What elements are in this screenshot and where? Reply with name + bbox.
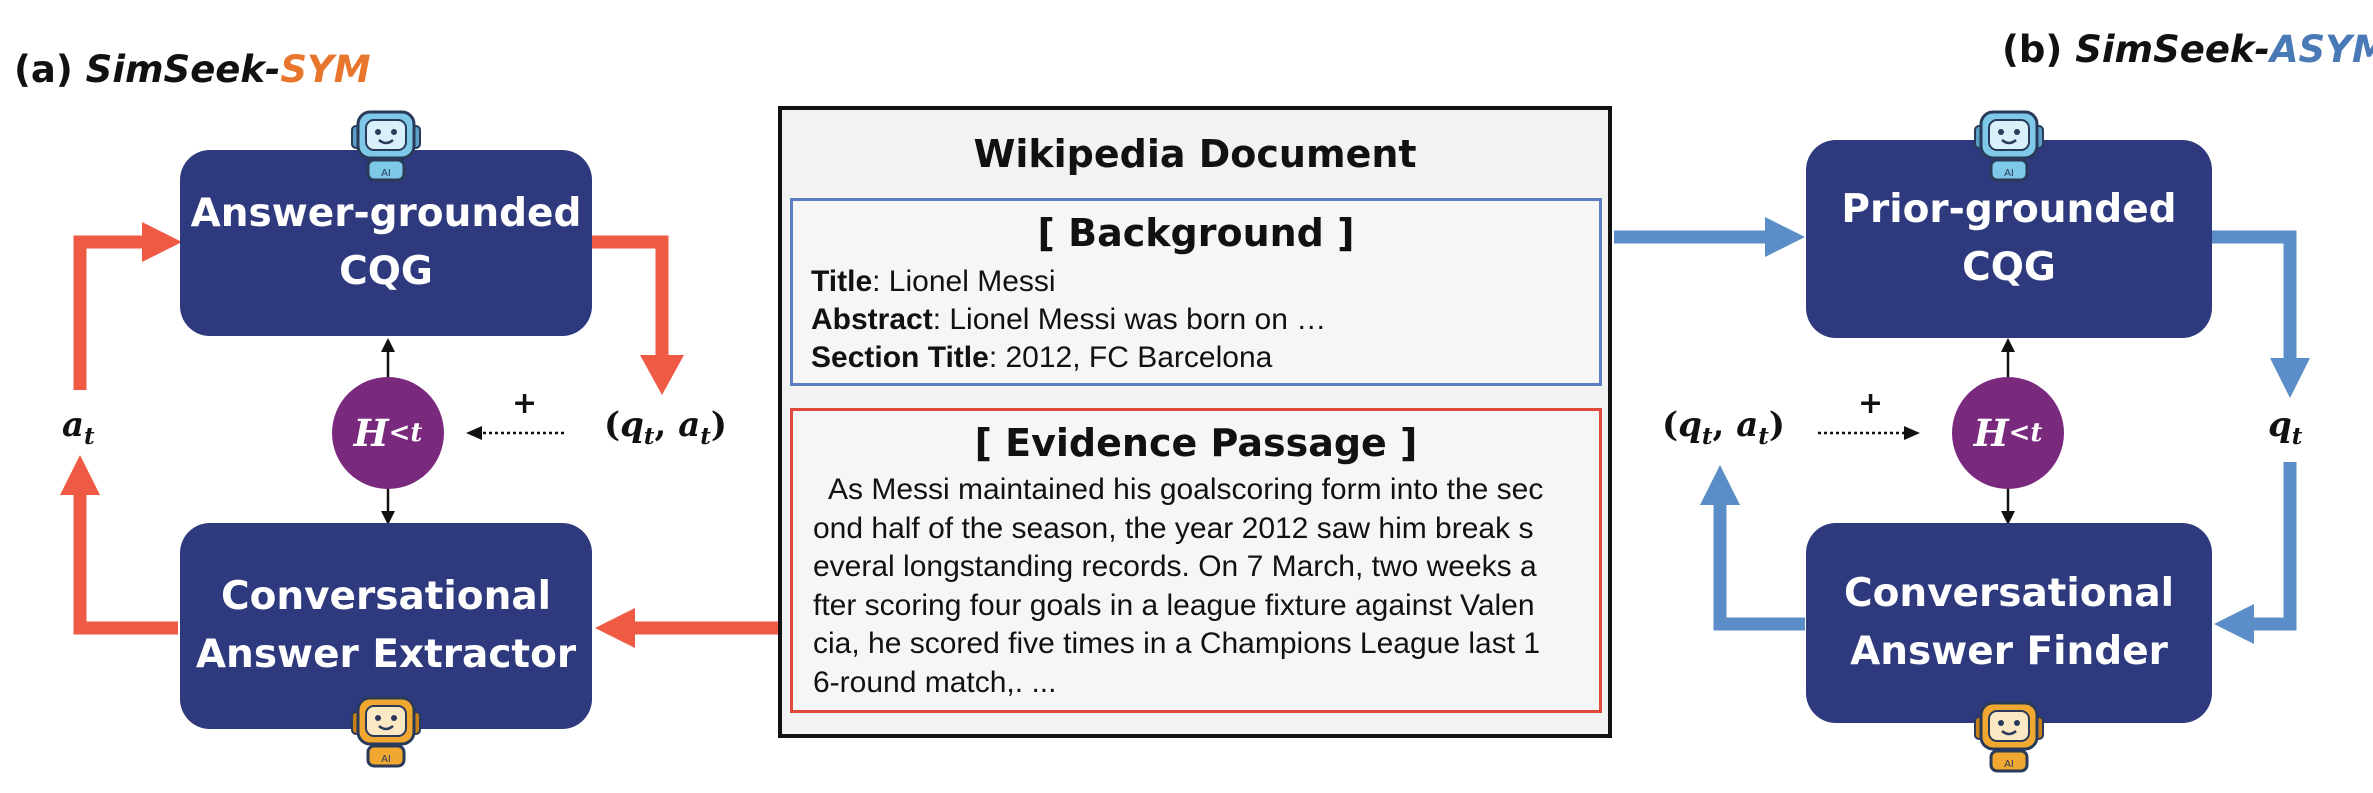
robot-label: AI [2004,168,2014,179]
field-section-title-key: Section Title [811,341,989,374]
field-title-value: : Lionel Messi [872,265,1056,298]
a-subscript-pair-left: t [700,422,711,450]
blue-arrow-qt-to-finder [2214,462,2297,644]
open-paren-left: ( [604,405,621,445]
red-arrow-at-to-cqg [73,222,182,390]
black-arrow-history-to-extractor-left [381,488,395,525]
history-sub-left: <t [388,418,423,448]
panel-b-name: SimSeek- [2075,28,2270,71]
label-a-t-left: at [62,405,95,450]
document-title: Wikipedia Document [973,132,1417,176]
passage-line: cia, he scored five times in a Champions… [813,627,1541,660]
field-section-title-value: : 2012, FC Barcelona [988,341,1273,374]
dotted-arrow-qa-to-history-right [1818,426,1920,440]
passage-line: ond half of the season, the year 2012 sa… [813,511,1534,545]
q-symbol-right: q [1678,405,1702,445]
answer-extractor-line1: Conversational [220,573,552,619]
black-arrow-history-to-finder-right [2001,488,2015,525]
background-field-title: Title: Lionel Messi [811,265,1056,299]
passage-line: everal longstanding records. On 7 March,… [813,550,1537,583]
evidence-heading: [ Evidence Passage ] [974,421,1418,465]
blue-arrow-finder-to-qa [1700,465,1805,631]
history-circle-left: H<t [332,377,444,489]
panel-a-name: SimSeek- [85,48,281,91]
evidence-passage-text: As Messi maintained his goalscoring form… [813,471,1543,702]
plus-sign-right: + [1858,386,1884,421]
passage-line: fter scoring four goals in a league fixt… [813,588,1535,622]
label-q-t-right: qt [2268,405,2302,450]
q-subscript-single-right: t [2291,422,2303,450]
robot-label: AI [381,754,391,765]
prior-grounded-cqg-line1: Prior-grounded [1841,186,2177,232]
panel-b-tag: ASYM [2269,28,2373,71]
robot-icon-blue-right: AI [1974,110,2044,182]
answer-finder-line2: Answer Finder [1850,629,2168,674]
comma-right: , [1712,405,1737,445]
answer-grounded-cqg-line1: Answer-grounded [190,190,582,236]
close-paren-right: ) [1768,405,1785,445]
red-arrow-cqg-to-qa [590,235,684,395]
q-subscript-right: t [1701,422,1713,450]
q-symbol-left: q [620,405,644,445]
background-heading: [ Background ] [1037,211,1355,255]
label-qt-at-right: (qt, at) [1662,405,1785,450]
field-abstract-value: : Lionel Messi was born on … [932,303,1327,336]
panel-a-prefix: (a) [14,48,86,91]
history-symbol-left: H [353,411,389,455]
a-subscript-pair-right: t [1758,422,1769,450]
open-paren-right: ( [1662,405,1679,445]
robot-icon-blue-left: AI [351,110,421,182]
field-title-key: Title [811,265,873,298]
passage-line: As Messi maintained his goalscoring form… [813,473,1544,506]
comma-left: , [654,405,679,445]
a-symbol-left: a [62,405,85,445]
panel-b-prefix: (b) [2002,28,2076,71]
answer-grounded-cqg-line2: CQG [339,249,433,294]
a-symbol-pair-left: a [678,405,701,445]
field-abstract-key: Abstract [811,303,933,336]
background-field-abstract: Abstract: Lionel Messi was born on … [811,303,1326,337]
robot-icon-orange-right: AI [1974,701,2044,773]
blue-arrow-doc-to-cqg [1614,217,1805,257]
prior-grounded-cqg-line2: CQG [1962,245,2056,290]
robot-label: AI [2004,759,2014,770]
history-circle-right: H<t [1952,377,2064,489]
passage-line: 6-round match,. ... [813,665,1057,699]
label-qt-at-left: (qt, at) [604,405,727,450]
blue-arrow-cqg-to-qt [2212,230,2310,398]
black-arrow-history-to-cqg-right [2001,338,2015,378]
robot-icon-orange-left: AI [351,696,421,768]
red-arrow-passage-to-extractor [595,608,786,648]
panel-a-title: (a) SimSeek-SYM [14,48,371,91]
plus-sign-left: + [512,386,538,421]
q-symbol-single-right: q [2268,405,2292,445]
q-subscript-left: t [643,422,655,450]
red-arrow-extractor-to-at [60,455,178,635]
history-symbol-right: H [1973,411,2009,455]
a-subscript-left: t [84,422,95,450]
black-arrow-history-to-cqg-left [381,338,395,378]
answer-extractor-line2: Answer Extractor [195,632,577,677]
panel-b-title: (b) SimSeek-ASYM [2002,28,2373,71]
history-sub-right: <t [2008,418,2043,448]
background-field-section-title: Section Title: 2012, FC Barcelona [811,341,1272,375]
wikipedia-document: Wikipedia Document [ Background ] Title:… [778,106,1612,738]
answer-finder-line1: Conversational [1843,570,2175,616]
a-symbol-pair-right: a [1736,405,1759,445]
close-paren-left: ) [710,405,727,445]
panel-a-tag: SYM [280,48,371,91]
robot-label: AI [381,168,391,179]
dotted-arrow-qa-to-history-left [466,426,564,440]
evidence-passage-section: [ Evidence Passage ] As Messi maintained… [790,408,1602,713]
background-section: [ Background ] Title: Lionel Messi Abstr… [790,198,1602,386]
